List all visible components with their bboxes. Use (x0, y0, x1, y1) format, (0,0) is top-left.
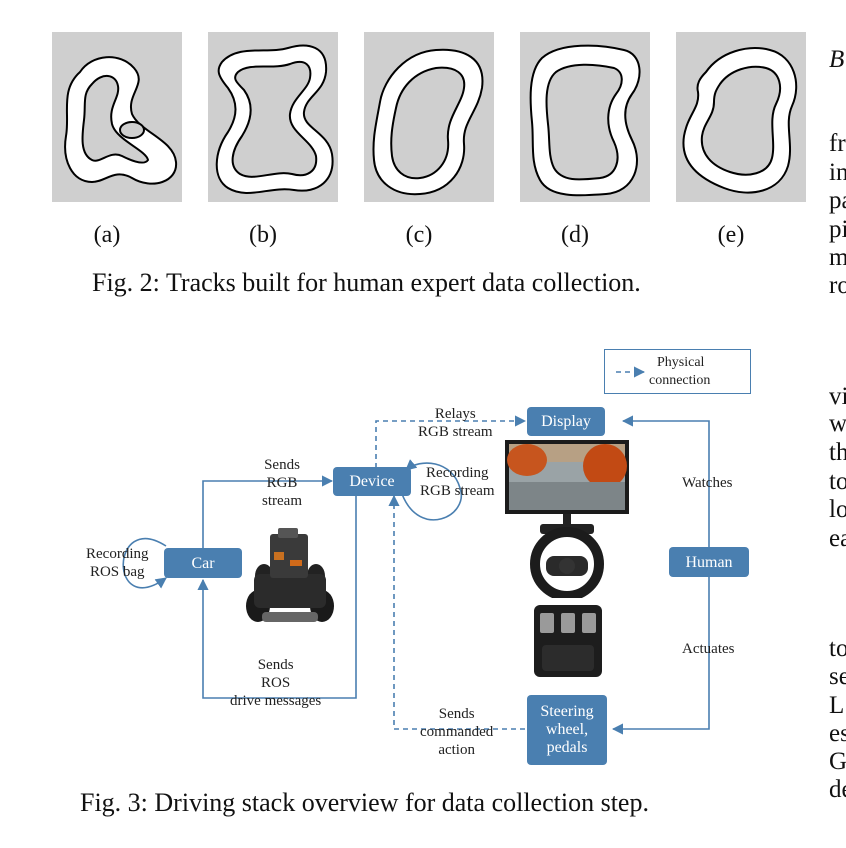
label-recording-rgb-stream: Recording RGB stream (420, 465, 495, 499)
steering-wheel-photo (530, 524, 604, 598)
legend-line-1: Physical (657, 355, 705, 370)
node-human: Human (669, 547, 749, 577)
right-col-line-13: ea (829, 525, 846, 552)
label-recording-ros-bag: Recording ROS bag (86, 546, 149, 580)
subcaption-d: (d) (561, 222, 589, 248)
right-col-line-2: fr (829, 130, 846, 157)
fig2-caption: Fig. 2: Tracks built for human expert da… (92, 268, 641, 297)
subcaption-c: (c) (405, 222, 433, 248)
subcaption-b: (b) (249, 222, 277, 248)
pedals-photo (534, 605, 602, 677)
right-col-line-4: pa (829, 187, 846, 214)
right-col-line-12: lo (829, 496, 846, 523)
right-col-line-19: de (829, 776, 846, 803)
label-watches: Watches (682, 475, 733, 491)
label-actuates: Actuates (682, 641, 735, 657)
node-display: Display (527, 407, 605, 436)
fig3-caption: Fig. 3: Driving stack overview for data … (80, 788, 649, 817)
right-col-line-6: m (829, 244, 846, 271)
subcaption-a: (a) (93, 222, 121, 248)
node-steering-wheel-pedals: Steering wheel, pedals (527, 695, 607, 765)
node-car: Car (164, 548, 242, 578)
subcaption-e: (e) (717, 222, 745, 248)
label-sends-commanded-action: Sends commanded action (420, 706, 494, 758)
right-col-line-16: L (829, 692, 845, 719)
legend-line-2: connection (649, 373, 711, 388)
label-sends-ros-drive-messages: Sends ROS drive messages (230, 657, 322, 709)
display-monitor-photo (505, 440, 629, 528)
right-col-line-3: in (829, 159, 846, 186)
right-col-line-11: to (829, 468, 846, 495)
right-col-line-17: es (829, 720, 846, 747)
track-image-c (364, 32, 494, 202)
right-col-line-7: ro (829, 272, 846, 299)
right-col-line-18: G (829, 748, 846, 775)
steering-line-3: pedals (546, 739, 588, 756)
right-col-line-5: pi (829, 216, 846, 243)
right-col-line-15: se (829, 663, 846, 690)
track-image-b (208, 32, 338, 202)
rc-car-photo (246, 528, 334, 622)
steering-line-1: Steering (540, 703, 594, 720)
node-device: Device (333, 467, 411, 496)
track-image-d (520, 32, 650, 202)
label-sends-rgb-stream: Sends RGB stream (262, 457, 302, 509)
legend-box: Physical connection (604, 349, 751, 394)
right-col-line-8: vi (829, 383, 846, 410)
track-image-e (676, 32, 806, 202)
right-col-line-14: to (829, 635, 846, 662)
right-col-line-10: th (829, 439, 846, 466)
right-col-line-1: B (829, 46, 845, 73)
label-relays-rgb-stream: Relays RGB stream (418, 406, 493, 440)
right-col-line-9: w (829, 410, 846, 437)
steering-line-2: wheel, (545, 721, 589, 738)
track-image-a (52, 32, 182, 202)
